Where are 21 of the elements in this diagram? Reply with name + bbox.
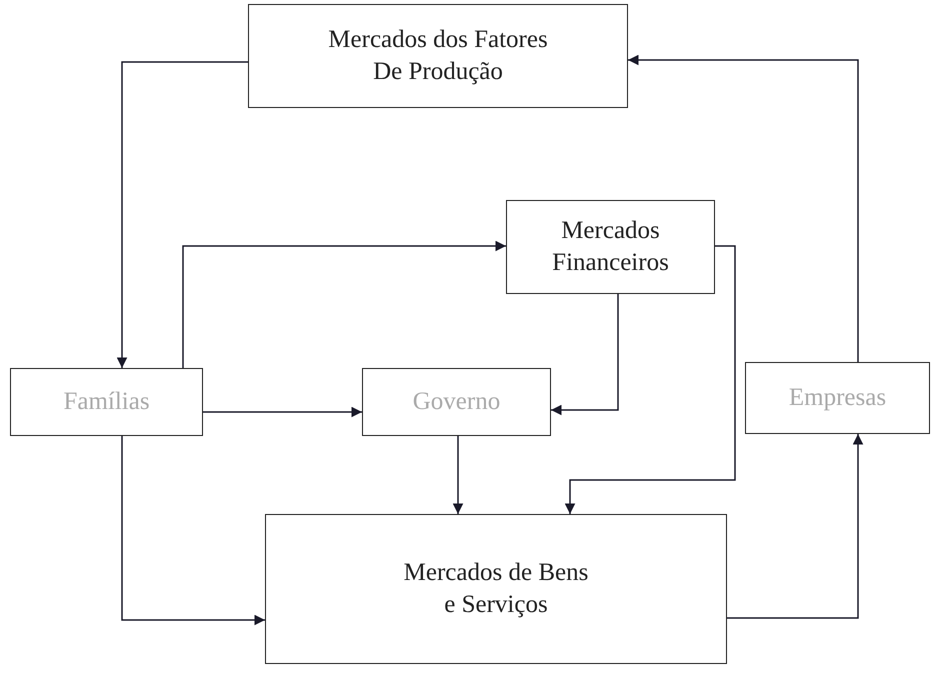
arrow	[121, 436, 265, 626]
process-box	[745, 362, 930, 434]
arrow	[628, 54, 859, 362]
node-label: Governo	[412, 386, 502, 417]
node-label: Mercados de Bens e Serviços	[402, 558, 590, 620]
process-box	[265, 514, 727, 664]
arrow	[727, 434, 864, 619]
process-box	[10, 368, 203, 436]
node-label: Famílias	[62, 386, 151, 417]
arrow	[182, 240, 506, 368]
arrow	[203, 406, 362, 418]
node-label: Mercados dos Fatores De Produção	[327, 24, 549, 87]
arrow	[116, 61, 248, 368]
process-box	[362, 368, 551, 436]
node-label: Mercados Financeiros	[551, 216, 670, 278]
process-box	[506, 200, 715, 294]
process-box	[248, 4, 628, 108]
arrow	[551, 294, 619, 416]
arrow	[564, 245, 736, 514]
arrow	[452, 436, 464, 514]
node-label: Empresas	[788, 382, 888, 413]
